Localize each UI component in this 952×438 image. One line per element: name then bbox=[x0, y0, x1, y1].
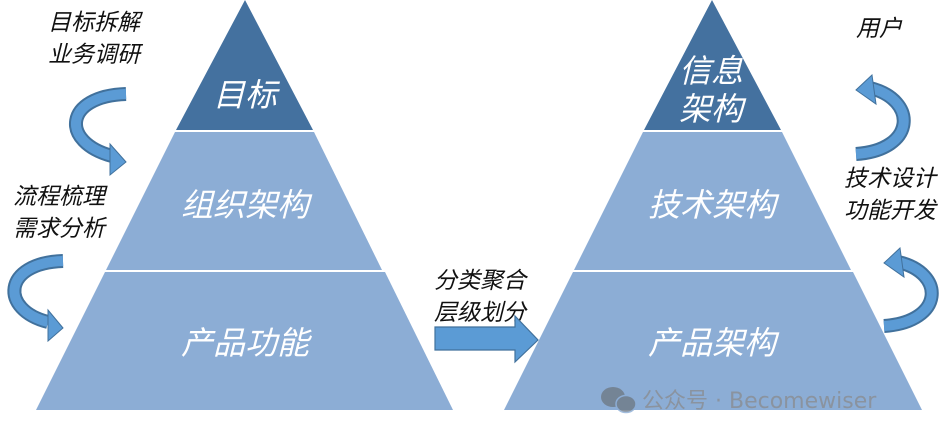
right-tier-bottom-label: 产品架构 bbox=[648, 324, 780, 362]
watermark: 公众号 · Becomewiser bbox=[601, 387, 877, 414]
right-annotation-2-line2: 功能开发 bbox=[844, 198, 938, 224]
left-tier-middle bbox=[106, 132, 382, 270]
watermark-text: 公众号 · Becomewiser bbox=[642, 389, 877, 414]
right-tier-middle bbox=[574, 132, 851, 270]
curved-arrow-up-2-icon bbox=[883, 246, 939, 333]
left-annotation-2-line2: 需求分析 bbox=[13, 216, 108, 242]
left-annotation-1-line1: 目标拆解 bbox=[48, 10, 143, 36]
left-tier-bottom bbox=[36, 272, 453, 410]
left-tier-bottom-label: 产品功能 bbox=[181, 324, 312, 362]
curved-arrow-down-1-icon bbox=[69, 87, 127, 177]
left-tier-top-label: 目标 bbox=[213, 76, 280, 114]
right-tier-top-label-line2: 架构 bbox=[679, 90, 747, 128]
right-arrow-icon bbox=[434, 314, 539, 364]
left-annotation-2-line1: 流程梳理 bbox=[13, 184, 108, 210]
curved-arrow-down-2-icon bbox=[7, 254, 64, 343]
left-tier-top bbox=[176, 0, 313, 130]
left-tier-middle-label: 组织架构 bbox=[181, 186, 313, 224]
middle-arrow-line2: 层级划分 bbox=[434, 300, 528, 326]
right-tier-top bbox=[644, 0, 781, 130]
right-annotation-1: 用户 bbox=[856, 16, 903, 42]
right-tier-top-label-line1: 信息 bbox=[679, 52, 743, 90]
right-tier-middle-label: 技术架构 bbox=[648, 186, 780, 224]
right-annotation-2-line1: 技术设计 bbox=[844, 166, 938, 192]
right-tier-bottom bbox=[504, 272, 922, 410]
curved-arrow-up-1-icon bbox=[855, 73, 911, 161]
left-pyramid: 目标 组织架构 产品功能 bbox=[36, 0, 453, 410]
wechat-icon bbox=[601, 387, 637, 414]
right-pyramid: 信息 架构 技术架构 产品架构 bbox=[504, 0, 922, 410]
left-annotation-1-line2: 业务调研 bbox=[48, 42, 144, 68]
middle-arrow-line1: 分类聚合 bbox=[434, 268, 529, 294]
